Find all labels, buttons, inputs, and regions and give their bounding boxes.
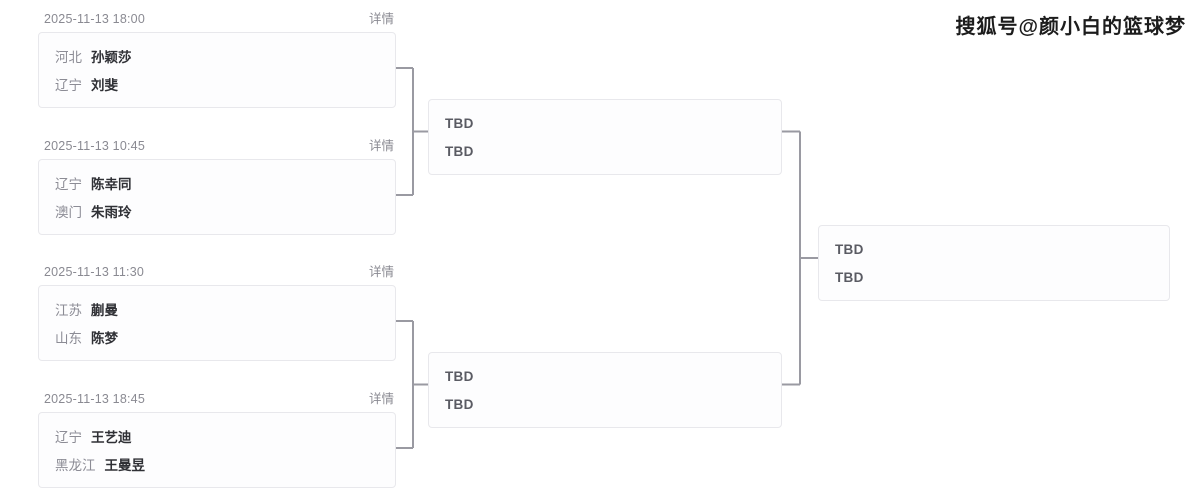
- team-row[interactable]: TBD: [429, 137, 781, 165]
- team-player: TBD: [835, 241, 864, 257]
- team-region: 辽宁: [55, 177, 82, 192]
- team-player: 王艺迪: [91, 430, 132, 445]
- team-row[interactable]: TBD: [819, 235, 1169, 263]
- match-detail-link[interactable]: 详情: [368, 392, 394, 406]
- match-body: 辽宁 陈幸同 澳门 朱雨玲: [38, 159, 396, 235]
- team-player: TBD: [445, 368, 474, 384]
- match-body: 河北 孙颖莎 辽宁 刘斐: [38, 32, 396, 108]
- team-player: TBD: [835, 269, 864, 285]
- team-player: 孙颖莎: [91, 50, 132, 65]
- team-region: 河北: [55, 50, 82, 65]
- team-region: 澳门: [55, 205, 82, 220]
- team-region: 辽宁: [55, 430, 82, 445]
- team-player: TBD: [445, 396, 474, 412]
- match-card: TBD TBD: [428, 99, 782, 175]
- match-card: TBD TBD: [818, 225, 1170, 301]
- team-region: 江苏: [55, 303, 82, 318]
- team-player: 蒯曼: [91, 303, 118, 318]
- match-card: TBD TBD: [428, 352, 782, 428]
- match-card: 2025-11-13 11:30 详情 江苏 蒯曼 山东 陈梦: [38, 261, 396, 361]
- match-detail-link[interactable]: 详情: [368, 265, 394, 279]
- team-row[interactable]: 辽宁 陈幸同: [39, 169, 395, 197]
- match-body: 辽宁 王艺迪 黑龙江 王曼昱: [38, 412, 396, 488]
- team-row[interactable]: 河北 孙颖莎: [39, 42, 395, 70]
- team-player: 王曼昱: [104, 458, 146, 473]
- match-body: 江苏 蒯曼 山东 陈梦: [38, 285, 396, 361]
- match-body: TBD TBD: [818, 225, 1170, 301]
- match-detail-link[interactable]: 详情: [368, 139, 394, 153]
- match-datetime: 2025-11-13 18:00: [44, 12, 145, 26]
- team-row[interactable]: TBD: [429, 390, 781, 418]
- match-body: TBD TBD: [428, 99, 782, 175]
- team-row[interactable]: TBD: [819, 263, 1169, 291]
- team-region: 山东: [55, 331, 82, 346]
- match-header: 2025-11-13 18:00 详情: [38, 8, 396, 28]
- match-card: 2025-11-13 18:45 详情 辽宁 王艺迪 黑龙江 王曼昱: [38, 388, 396, 488]
- team-region: 辽宁: [55, 78, 82, 93]
- team-row[interactable]: 辽宁 刘斐: [39, 70, 395, 98]
- team-player: TBD: [445, 115, 474, 131]
- match-card: 2025-11-13 18:00 详情 河北 孙颖莎 辽宁 刘斐: [38, 8, 396, 108]
- match-detail-link[interactable]: 详情: [368, 12, 394, 26]
- team-row[interactable]: 山东 陈梦: [39, 323, 395, 351]
- match-header: 2025-11-13 18:45 详情: [38, 388, 396, 408]
- team-row[interactable]: 辽宁 王艺迪: [39, 422, 395, 450]
- match-card: 2025-11-13 10:45 详情 辽宁 陈幸同 澳门 朱雨玲: [38, 135, 396, 235]
- match-header: 2025-11-13 10:45 详情: [38, 135, 396, 155]
- match-datetime: 2025-11-13 18:45: [44, 392, 145, 406]
- team-player: 陈梦: [91, 331, 118, 346]
- team-player: 朱雨玲: [91, 205, 132, 220]
- team-player: 刘斐: [91, 78, 118, 93]
- team-player: 陈幸同: [91, 177, 132, 192]
- match-datetime: 2025-11-13 11:30: [44, 265, 145, 279]
- team-row[interactable]: TBD: [429, 109, 781, 137]
- match-body: TBD TBD: [428, 352, 782, 428]
- match-header: 2025-11-13 11:30 详情: [38, 261, 396, 281]
- team-row[interactable]: 江苏 蒯曼: [39, 295, 395, 323]
- match-datetime: 2025-11-13 10:45: [44, 139, 145, 153]
- watermark: 搜狐号@颜小白的篮球梦: [954, 15, 1186, 40]
- team-row[interactable]: TBD: [429, 362, 781, 390]
- team-region: 黑龙江: [55, 458, 96, 473]
- team-player: TBD: [445, 143, 474, 159]
- team-row[interactable]: 黑龙江 王曼昱: [39, 450, 395, 478]
- team-row[interactable]: 澳门 朱雨玲: [39, 197, 395, 225]
